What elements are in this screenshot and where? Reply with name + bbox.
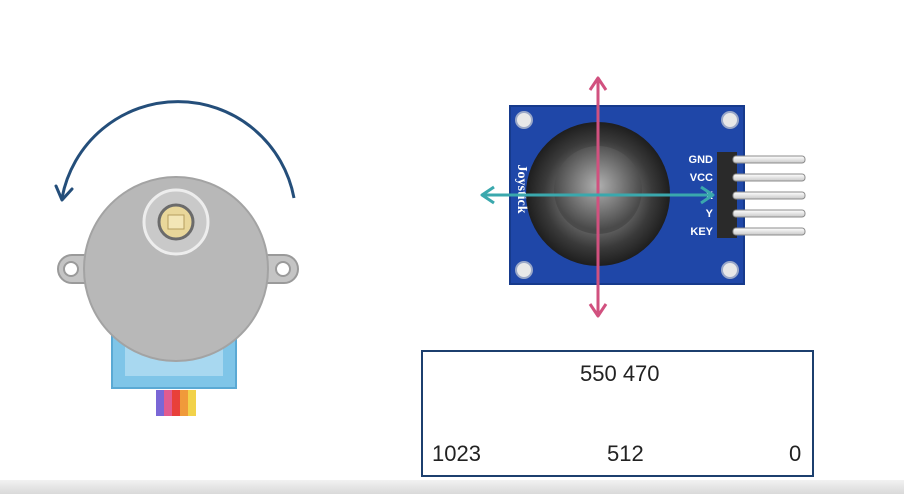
threshold-labels: 550 470 bbox=[580, 361, 660, 386]
pin-label-y: Y bbox=[706, 208, 714, 220]
pin-label-gnd: GND bbox=[689, 154, 714, 166]
range-max-label: 1023 bbox=[432, 441, 481, 466]
board-hole bbox=[721, 261, 739, 279]
double-arrow-vertical-icon bbox=[588, 76, 608, 318]
pin bbox=[732, 227, 806, 236]
pin bbox=[732, 209, 806, 218]
pin-label-key: KEY bbox=[690, 226, 713, 238]
pin bbox=[732, 155, 806, 164]
joystick-brand-label: Joystick bbox=[514, 165, 529, 214]
range-min-label: 0 bbox=[789, 441, 802, 466]
board-hole bbox=[721, 111, 739, 129]
board-hole bbox=[515, 261, 533, 279]
bottom-bar bbox=[0, 480, 904, 494]
counterclockwise-arrow-icon bbox=[54, 100, 296, 202]
motor-wires bbox=[156, 390, 196, 416]
range-center-label: 512 bbox=[607, 441, 644, 466]
pin bbox=[732, 191, 806, 200]
motor-body bbox=[83, 176, 269, 362]
pins bbox=[732, 155, 806, 236]
double-arrow-horizontal-icon bbox=[480, 185, 715, 205]
mount-hole-right bbox=[275, 261, 291, 277]
board-hole bbox=[515, 111, 533, 129]
mount-hole-left bbox=[63, 261, 79, 277]
pin-header bbox=[717, 152, 737, 238]
range-box bbox=[421, 350, 814, 477]
pin-label-vcc: VCC bbox=[690, 172, 713, 184]
stepper-motor bbox=[54, 100, 299, 416]
pin bbox=[732, 173, 806, 182]
